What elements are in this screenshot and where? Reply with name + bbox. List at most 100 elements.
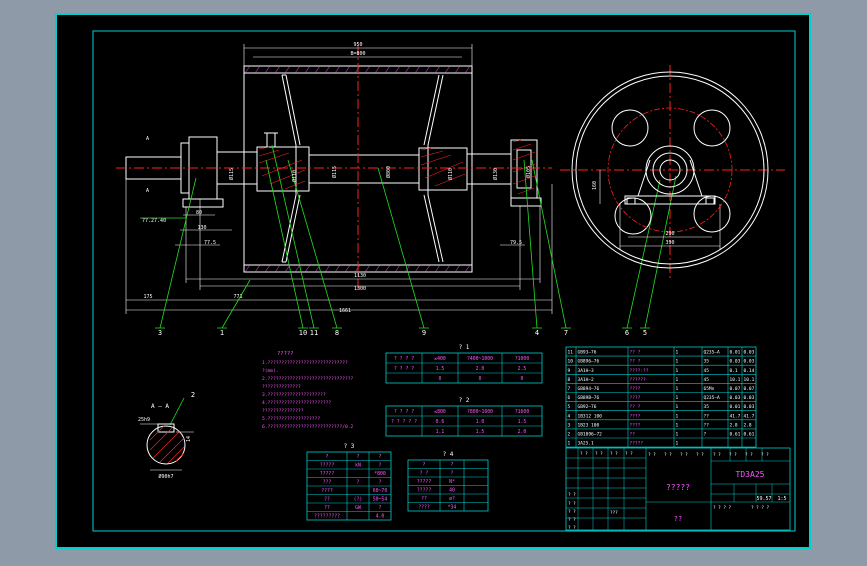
bom-cell: 9 [568, 368, 571, 374]
bom-cell: ?? ? [630, 359, 641, 365]
bom-cell: GB896—76 [578, 359, 600, 365]
bom-cell: GB1096—72 [578, 432, 603, 438]
bom-cell: 1 [676, 422, 679, 428]
notes-line: 2.??????????????????????????????? [262, 376, 354, 382]
table3-cell: (?) [354, 496, 363, 502]
bom-cell: 0.03 [744, 359, 755, 365]
bom-cell: 11 [568, 350, 574, 356]
title-block-weight: 59.57 [756, 496, 771, 502]
table2-cell: 1.5 [518, 419, 527, 425]
notes-line: ??????????????? [262, 408, 304, 414]
dim-d2: Ø110 [291, 170, 298, 182]
callout-5: 5 [643, 329, 647, 337]
dim-side-w2: 290 [665, 231, 674, 237]
table2-border [385, 405, 543, 437]
table3-cell: ? [326, 454, 329, 460]
bom-cell: 8 [568, 377, 571, 383]
dim-side-w1: 390 [665, 240, 674, 246]
hub-bore [659, 159, 681, 181]
tb-mid-label: ? ? [696, 452, 704, 458]
table3-cell: ????? [320, 462, 335, 468]
table2-cell: ≤800 [434, 409, 446, 415]
hub-outer [645, 145, 695, 195]
side-view [571, 71, 769, 269]
section-mark-a-top: A [146, 136, 149, 142]
dim-d3: Ø115 [331, 166, 338, 178]
callout-8: 8 [335, 329, 339, 337]
table4-title: ? 4 [443, 451, 454, 458]
table2-cell: ? ? ? ? ? [391, 419, 417, 425]
bom-cell: 35 [704, 359, 710, 365]
tb-col-label: ? ? [580, 451, 588, 457]
bom-cell: ? [704, 432, 707, 438]
table3-cell: ????????? [314, 513, 340, 519]
dim-top-overall: 950 [353, 42, 362, 48]
table1-border [385, 352, 543, 384]
notes-line: 1.????????????????????????????? [262, 360, 348, 366]
section-right-dim: 14 [186, 436, 192, 442]
notes-line: ?(mm). [262, 368, 279, 374]
section-shaft-circle [146, 425, 186, 465]
bom-cell: 0.03 [730, 395, 741, 401]
bom-cell: 1B23 100 [578, 422, 600, 428]
dim-bottom-left: 175 [143, 294, 152, 300]
dim-d4: Ø110 [447, 168, 454, 180]
drum-outer-circle [571, 71, 769, 269]
dim-side-height: 160 [592, 181, 598, 190]
centerlines [116, 45, 785, 290]
table3-cell: 50~54 [373, 496, 388, 502]
hub-ring [652, 152, 688, 188]
table1-cell: ? ? ? ? [394, 366, 414, 372]
table1-cell: 2.0 [476, 366, 485, 372]
dim-bottom-4: 1661 [339, 308, 351, 314]
bom-cell: 35 [704, 404, 710, 410]
bom-cell: 0.01 [730, 350, 741, 356]
bom-cell: 3A1H—3 [578, 368, 595, 374]
bom-cell: 1 [676, 395, 679, 401]
dim-left-2: 130 [197, 225, 206, 231]
tb-row-label: ? ? [568, 525, 576, 531]
right-bearing-inner [516, 149, 532, 189]
bom-cell: ???? [630, 413, 641, 419]
bom-cell: 1 [676, 359, 679, 365]
callout-1: 1 [220, 329, 224, 337]
bom-cell: 1 [676, 368, 679, 374]
section-mark-a-bottom: A [146, 188, 149, 194]
section-left-dim: 25h9 [138, 417, 150, 423]
bom-cell: 10.1 [730, 377, 741, 383]
bom-cell: 3A1H—2 [578, 377, 595, 383]
callout-3: 3 [158, 329, 162, 337]
dim-d6: Ø105 [525, 166, 532, 178]
table3-cell: ? [379, 479, 382, 485]
bom-cell: 6 [568, 395, 571, 401]
bom-cell: ???? [630, 386, 641, 392]
dimension-lines [125, 44, 553, 314]
bom-cell: 0.61 [744, 432, 755, 438]
tb-row-label: ? ? [568, 501, 576, 507]
bom-cell: GB93—76 [578, 350, 597, 356]
tb-small-label: ? ? [745, 452, 753, 458]
table2-cell: 1.5 [476, 429, 485, 435]
pedestal-bolt-right [705, 197, 715, 205]
bom-cell: 0.03 [744, 395, 755, 401]
table1-cell: ? ? ? ? [394, 356, 414, 362]
table3-cell: ???? [321, 488, 333, 494]
bom-cell: 1 [676, 441, 679, 447]
table4-cell: 40 [449, 487, 455, 493]
bom-cell: Q235—A [704, 395, 721, 401]
section-keyway [157, 423, 175, 433]
bom-cell: 10.1 [744, 377, 755, 383]
dim-bottom-3: 771 [233, 294, 242, 300]
bom-cell: GB894—76 [578, 386, 600, 392]
tb-mid-label: ? ? [648, 452, 656, 458]
notes-title: ????? [277, 351, 294, 357]
bom-cell: ?????? [630, 377, 647, 383]
bom-cell: 0.03 [744, 404, 755, 410]
bom-cell: 5 [568, 404, 571, 410]
table2-title: ? 2 [459, 397, 470, 404]
section-hatch [149, 425, 185, 464]
bom-cell: 45 [704, 368, 710, 374]
bom-cell: ???? [630, 395, 641, 401]
title-block-company: ?? [674, 515, 682, 523]
table2-cell: 1.1 [436, 429, 445, 435]
